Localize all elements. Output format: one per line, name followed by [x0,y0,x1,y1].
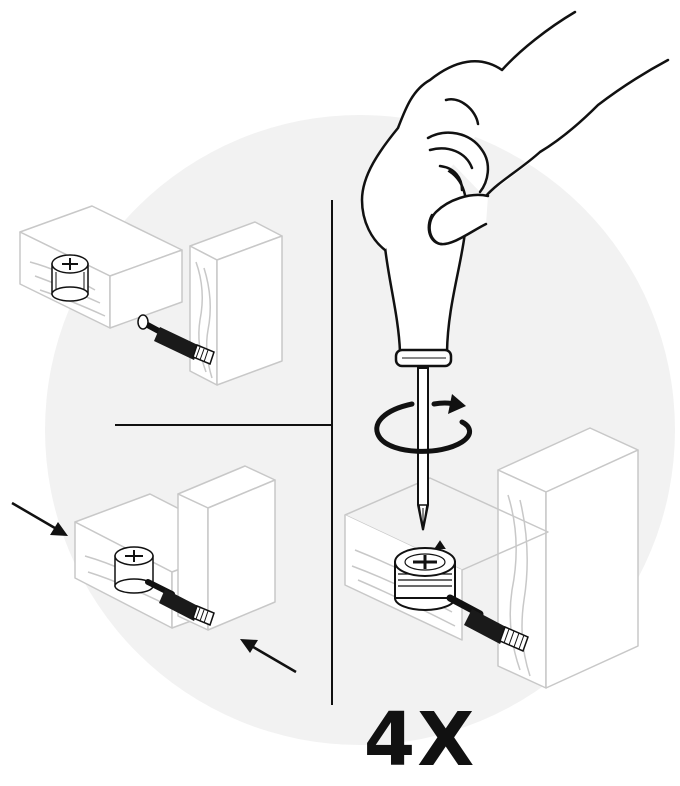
dowel-bolt-icon [145,579,215,626]
push-arrow-icon [11,501,68,536]
cam-lock-icon [114,546,154,594]
hand-icon [360,10,670,252]
cam-lock-icon [51,254,89,302]
dowel-bolt-icon [137,314,215,365]
push-arrow-icon [240,639,297,674]
dowel-bolt-icon [446,594,529,653]
rotate-clockwise-icon [374,394,472,454]
vertical-board [497,427,639,689]
vertical-board [177,465,276,631]
panel-join-boards [11,465,297,674]
panel-tighten-cam [344,10,670,689]
quantity-label: 4X [363,697,477,783]
horizontal-board [19,205,183,329]
cam-lock-icon [394,540,456,611]
panel-insert-bolt [19,205,283,386]
